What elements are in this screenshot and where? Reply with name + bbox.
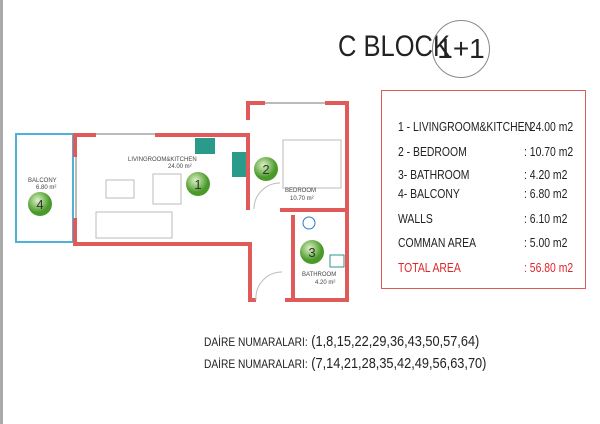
room-area-bathroom: 4.20 m²: [315, 280, 335, 286]
room-badge-1: 1: [186, 172, 210, 196]
area-label: 1 - LIVINGROOM&KITCHEN: [398, 119, 533, 134]
room-badge-4: 4: [28, 192, 52, 216]
room-label-living: LIVINGROOM&KITCHEN: [128, 157, 197, 163]
area-value: : 10.70 m2: [524, 144, 574, 159]
room-badge-3: 3: [300, 240, 324, 264]
total-area-value: : 56.80 m2: [524, 260, 574, 275]
stove-icon: [195, 138, 215, 154]
room-label-bedroom: BEDROOM: [285, 188, 316, 194]
svg-text:2: 2: [262, 162, 269, 177]
area-value: : 4.20 m2: [524, 167, 568, 182]
area-value: : 6.10 m2: [524, 211, 568, 226]
area-value: : 5.00 m2: [524, 235, 568, 250]
area-value: : 6.80 m2: [524, 186, 568, 201]
svg-text:1: 1: [194, 177, 201, 192]
page-border: [0, 0, 3, 424]
room-label-balcony: BALCONY: [28, 178, 57, 184]
total-area-label: TOTAL AREA: [398, 260, 461, 275]
area-label: COMMAN AREA: [398, 235, 477, 250]
area-label: 2 - BEDROOM: [398, 144, 467, 159]
balcony-outline: [15, 133, 74, 243]
room-badge-2: 2: [254, 157, 278, 181]
furniture: [75, 102, 345, 301]
area-table: 1 - LIVINGROOM&KITCHEN : 24.00 m2 2 - BE…: [381, 90, 586, 289]
room-area-bedroom: 10.70 m²: [290, 196, 314, 202]
sink-icon: [232, 152, 246, 177]
area-label: WALLS: [398, 211, 433, 226]
svg-text:4: 4: [36, 197, 43, 212]
room-area-balcony: 6.80 m²: [36, 185, 56, 191]
area-value: : 24.00 m2: [524, 119, 574, 134]
room-area-living: 24.00 m²: [168, 164, 192, 170]
walls: [73, 101, 349, 302]
area-label: 3- BATHROOM: [398, 167, 470, 182]
svg-text:3: 3: [308, 245, 315, 260]
area-label: 4- BALCONY: [398, 186, 460, 201]
block-title: C BLOCK: [338, 30, 450, 63]
toilet-icon: [302, 216, 316, 230]
unit-numbers-2: DAİRE NUMARALARI: (7,14,21,28,35,42,49,5…: [204, 355, 487, 372]
unit-type-badge: 1+1: [432, 20, 490, 78]
room-label-bathroom: BATHROOM: [302, 272, 336, 278]
unit-numbers-1: DAİRE NUMARALARI: (1,8,15,22,29,36,43,50…: [204, 333, 480, 350]
